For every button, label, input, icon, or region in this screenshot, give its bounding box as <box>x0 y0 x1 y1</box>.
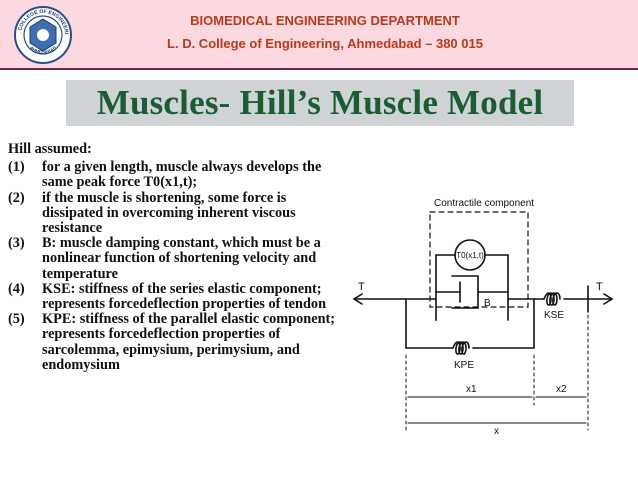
item-text: B: muscle damping constant, which must b… <box>42 235 321 282</box>
x-label: x <box>494 426 499 437</box>
item-number: (2) <box>8 189 25 206</box>
department-name: BIOMEDICAL ENGINEERING DEPARTMENT <box>190 13 460 28</box>
item-number: (4) <box>8 280 25 297</box>
list-item: (5) KPE: stiffness of the parallel elasti… <box>8 312 343 373</box>
slide-title: Muscles- Hill’s Muscle Model <box>96 83 544 122</box>
right-arrow <box>603 293 614 305</box>
item-number: (5) <box>8 311 25 328</box>
x1-label: x1 <box>466 384 477 395</box>
x2-label: x2 <box>556 384 567 395</box>
slide-title-box: Muscles- Hill’s Muscle Model <box>66 80 574 126</box>
assumption-list: Hill assumed: (1) for a given length, mus… <box>8 141 343 373</box>
left-arrow <box>352 293 363 305</box>
college-logo: L.D. COLLEGE OF ENGINEERING AHMEDABAD <box>13 5 72 64</box>
item-number: (3) <box>8 235 25 252</box>
damper-label: B <box>484 298 491 309</box>
kse-spring <box>543 292 561 306</box>
item-text: KPE: stiffness of the parallel elastic c… <box>42 311 336 373</box>
contractile-label: Contractile component <box>434 198 534 209</box>
list-intro: Hill assumed: <box>8 141 92 157</box>
list-item: (3) B: muscle damping constant, which mu… <box>8 236 343 282</box>
kpe-label: KPE <box>454 360 474 371</box>
item-text: if the muscle is shortening, some force … <box>42 189 296 237</box>
contractile-box <box>429 211 529 308</box>
force-label: T0(x1,t) <box>456 251 484 260</box>
kpe-spring <box>452 341 470 355</box>
t-right-label: T <box>596 281 603 293</box>
t-left-label: T <box>358 281 365 293</box>
college-name: L. D. College of Engineering, Ahmedabad … <box>167 36 483 51</box>
kse-label: KSE <box>544 310 564 321</box>
list-item: (1) for a given length, muscle always dev… <box>8 159 343 191</box>
header-banner: L.D. COLLEGE OF ENGINEERING AHMEDABAD BI… <box>0 0 638 70</box>
hill-model-diagram: Contractile component T0(x1,t) B KSE KPE… <box>352 198 614 437</box>
item-text: for a given length, muscle always develo… <box>42 159 322 191</box>
item-text: KSE: stiffness of the series elastic com… <box>42 280 327 313</box>
item-number: (1) <box>8 159 25 176</box>
list-item: (2) if the muscle is shortening, some fo… <box>8 189 343 237</box>
list-item: (4) KSE: stiffness of the series elastic… <box>8 280 343 313</box>
